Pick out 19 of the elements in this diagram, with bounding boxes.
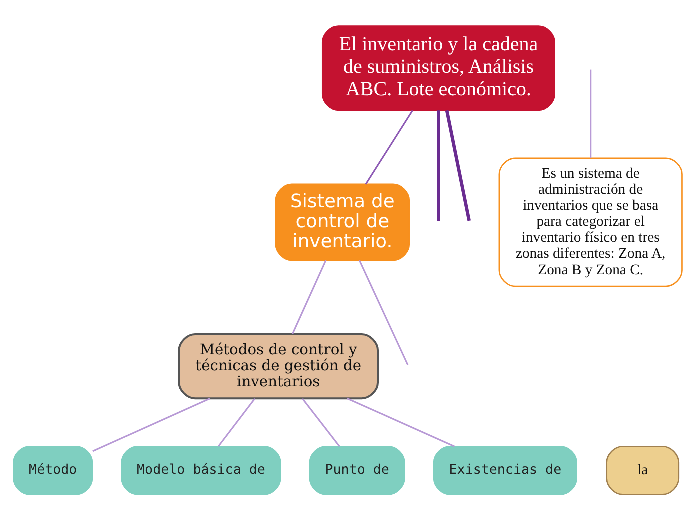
- node-box: Existencias de: [433, 445, 578, 495]
- connector: [302, 398, 340, 447]
- connector: [590, 69, 592, 158]
- connector: [445, 110, 472, 221]
- connector: [292, 260, 327, 334]
- connector: [437, 110, 440, 220]
- node-box: Métodos de control y técnicas de gestión de inventarios: [178, 333, 380, 400]
- node-box: Es un sistema de administración de inventarios que se basa para categorizar el inventario físico en tres zonas diferentes: Zona A, Zona B y Zona C.: [498, 157, 683, 287]
- node-box: Modelo básica de: [121, 445, 282, 495]
- node-box: Sistema de control de inventario.: [275, 183, 410, 261]
- node-box: la: [606, 445, 680, 495]
- node-box: Punto de: [309, 445, 406, 495]
- connector: [346, 397, 455, 447]
- node-box: El inventario y la cadena de suministros, Análisis ABC. Lote económico.: [322, 25, 556, 111]
- connector: [218, 398, 256, 447]
- connector: [358, 260, 409, 365]
- node-box: Método: [13, 445, 94, 495]
- connector: [92, 397, 211, 452]
- connector: [365, 110, 414, 184]
